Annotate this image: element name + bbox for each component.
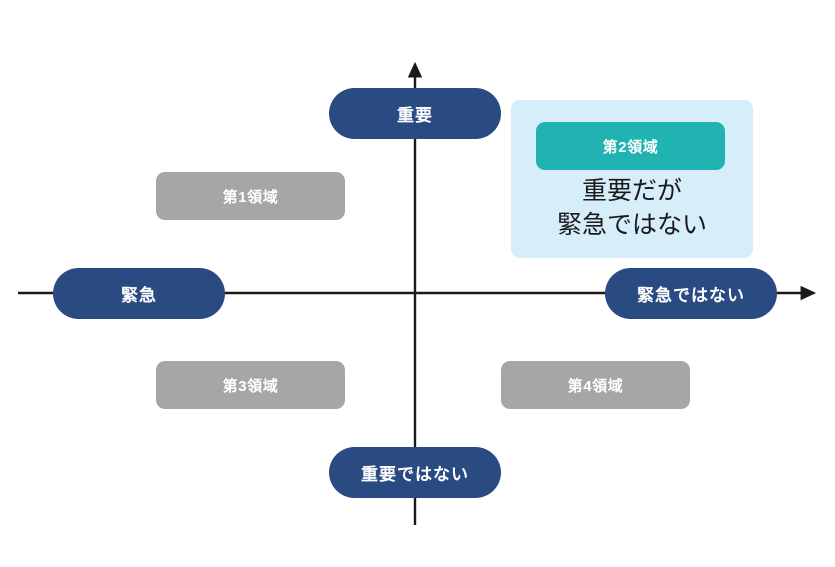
quadrant-chip-q2[interactable]: 第2領域 bbox=[536, 122, 725, 170]
quadrant-chip-q2-label: 第2領域 bbox=[602, 138, 659, 156]
quadrant-chip-q1[interactable]: 第1領域 bbox=[156, 172, 345, 220]
axis-label-not-important-text: 重要ではない bbox=[360, 465, 470, 484]
quadrant-chip-q4-label: 第4領域 bbox=[567, 377, 624, 395]
highlighted-quadrant-description-line-1: 重要だが bbox=[581, 177, 682, 205]
axis-label-urgent-text: 緊急 bbox=[120, 286, 158, 305]
axis-label-not-urgent[interactable]: 緊急ではない bbox=[605, 268, 777, 319]
axis-label-not-important[interactable]: 重要ではない bbox=[329, 447, 501, 498]
axis-label-important-text: 重要 bbox=[396, 106, 434, 125]
highlighted-quadrant-description-line-2: 緊急ではない bbox=[556, 210, 707, 239]
axis-label-urgent[interactable]: 緊急 bbox=[53, 268, 225, 319]
highlighted-quadrant-description: 重要だが 緊急ではない bbox=[511, 175, 753, 242]
quadrant-chip-q4[interactable]: 第4領域 bbox=[501, 361, 690, 409]
quadrant-chip-q1-label: 第1領域 bbox=[222, 188, 279, 206]
axis-label-important[interactable]: 重要 bbox=[329, 88, 501, 139]
quadrant-chip-q3-label: 第3領域 bbox=[222, 377, 279, 395]
axis-label-not-urgent-text: 緊急ではない bbox=[636, 286, 746, 305]
quadrant-chip-q3[interactable]: 第3領域 bbox=[156, 361, 345, 409]
